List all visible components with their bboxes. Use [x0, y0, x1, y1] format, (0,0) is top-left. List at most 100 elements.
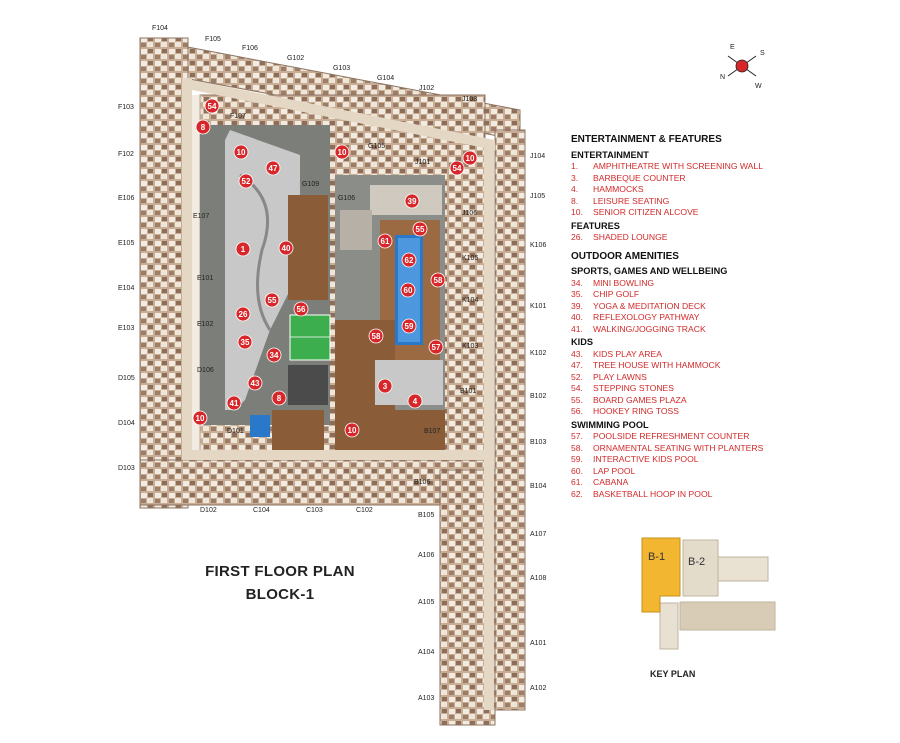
legend-item: 3.BARBEQUE COUNTER [571, 173, 891, 185]
amenity-marker-dot [195, 119, 211, 135]
amenity-marker-dot [293, 301, 309, 317]
amenity-marker-number: 10 [196, 414, 205, 423]
legend-item-number: 61. [571, 477, 583, 487]
courtyard-left [200, 125, 331, 450]
amenity-marker-dot [271, 390, 287, 406]
legend-item-number: 47. [571, 360, 583, 370]
amenity-marker-number: 10 [338, 148, 347, 157]
amenity-marker-dot [266, 347, 282, 363]
amenity-marker-dot [401, 318, 417, 334]
amenity-marker-number: 47 [269, 164, 278, 173]
amenity-marker-number: 58 [434, 276, 443, 285]
unit-label: K102 [530, 350, 546, 357]
unit-label: A108 [530, 575, 546, 582]
unit-label: F105 [205, 36, 221, 43]
legend-item-text: LAP POOL [593, 465, 636, 476]
legend-item-number: 54. [571, 383, 583, 393]
legend-item-text: POOLSIDE REFRESHMENT COUNTER [593, 431, 750, 441]
amenity-marker-number: 62 [405, 256, 414, 265]
legend-item-text: BASKETBALL HOOP IN POOL [593, 488, 713, 499]
legend-item-text: SENIOR CITIZEN ALCOVE [593, 207, 699, 217]
legend-item-text: LEISURE SEATING [593, 195, 670, 206]
unit-label: D103 [118, 465, 135, 472]
amenity-marker-dot [407, 393, 423, 409]
unit-label: A106 [418, 552, 434, 559]
unit-label: A102 [530, 685, 546, 692]
unit-label: B107 [424, 428, 440, 435]
amenity-marker-number: 58 [372, 332, 381, 341]
legend-item: 10.SENIOR CITIZEN ALCOVE [571, 207, 891, 219]
key-plan-b1-block [641, 537, 681, 613]
amenity-marker-dot [264, 292, 280, 308]
legend-item-number: 52. [571, 371, 583, 382]
unit-label: G109 [302, 181, 319, 188]
amenity-marker-number: 57 [432, 343, 441, 352]
legend-item-text: MINI BOWLING [593, 277, 655, 288]
key-plan-b2-block [682, 539, 719, 597]
legend-item-number: 34. [571, 277, 583, 288]
legend-item-text: CHIP GOLF [593, 289, 640, 299]
amenity-marker-dot [204, 98, 220, 114]
legend-item-text: STEPPING STONES [593, 383, 675, 393]
amenity-marker-dot [235, 306, 251, 322]
unit-label: B106 [414, 479, 430, 486]
compass-n-label: N [720, 74, 725, 81]
legend-item-text: HAMMOCKS [593, 184, 644, 194]
unit-label: G102 [287, 55, 304, 62]
unit-label: K104 [462, 297, 478, 304]
unit-label: C102 [356, 507, 373, 514]
unit-label: A107 [530, 531, 546, 538]
legend-group-heading: FEATURES [571, 220, 620, 231]
amenity-marker-number: 4 [413, 397, 418, 406]
legend-item: 35. CHIP GOLF [571, 289, 891, 301]
legend-group-heading: KIDS [571, 337, 593, 347]
amenity-marker-dot [377, 378, 393, 394]
amenity-marker-dot [428, 339, 444, 355]
unit-label: E101 [197, 275, 213, 282]
unit-label: G105 [368, 143, 385, 150]
unit-label: E105 [118, 240, 134, 247]
legend-item: 1.AMPHITHEATRE WITH SCREENING WALL [571, 161, 891, 173]
amenity-marker-number: 54 [208, 102, 217, 111]
amenity-marker-number: 55 [416, 225, 425, 234]
legend-item-text: BOARD GAMES PLAZA [593, 394, 687, 405]
legend-item-number: 8. [571, 195, 579, 206]
unit-label: D102 [200, 507, 217, 514]
unit-label: E106 [118, 195, 134, 202]
unit-label: A105 [418, 599, 434, 606]
key-plan-road [659, 602, 679, 650]
legend-item-number: 57. [571, 431, 583, 441]
amenity-marker-dot [233, 144, 249, 160]
amenity-marker-number: 40 [282, 244, 291, 253]
legend-item-text: TREE HOUSE WITH HAMMOCK [593, 360, 721, 370]
amenity-marker-number: 39 [408, 197, 417, 206]
legend-item-number: 4. [571, 184, 579, 194]
legend-item-number: 41. [571, 323, 583, 334]
unit-label: J106 [462, 210, 477, 217]
amenity-marker-dot [334, 144, 350, 160]
key-plan-b2-label: B-2 [688, 556, 705, 568]
amenity-marker-dot [237, 334, 253, 350]
unit-label: C103 [306, 507, 323, 514]
unit-label: F107 [230, 113, 246, 120]
unit-label: E102 [197, 321, 213, 328]
legend-item-number: 59. [571, 454, 583, 464]
legend-item-number: 56. [571, 406, 583, 416]
unit-label: J102 [419, 85, 434, 92]
amenity-marker-number: 10 [348, 426, 357, 435]
unit-label: K101 [530, 303, 546, 310]
unit-label: B101 [460, 388, 476, 395]
compass-e-label: E [730, 44, 735, 51]
legend-item: 40.REFLEXOLOGY PATHWAY [571, 312, 891, 324]
compass-w-label: W [755, 83, 762, 90]
legend-item-number: 35. [571, 289, 583, 299]
legend-item: 34. MINI BOWLING [571, 278, 891, 290]
legend-item: 52.PLAY LAWNS [571, 372, 891, 384]
amenity-marker-number: 1 [241, 245, 246, 254]
amenity-marker-dot [430, 272, 446, 288]
amenity-marker-dot [401, 252, 417, 268]
amenity-marker-dot [344, 422, 360, 438]
legend-item-text: ORNAMENTAL SEATING WITH PLANTERS [593, 442, 764, 453]
unit-label: A104 [418, 649, 434, 656]
